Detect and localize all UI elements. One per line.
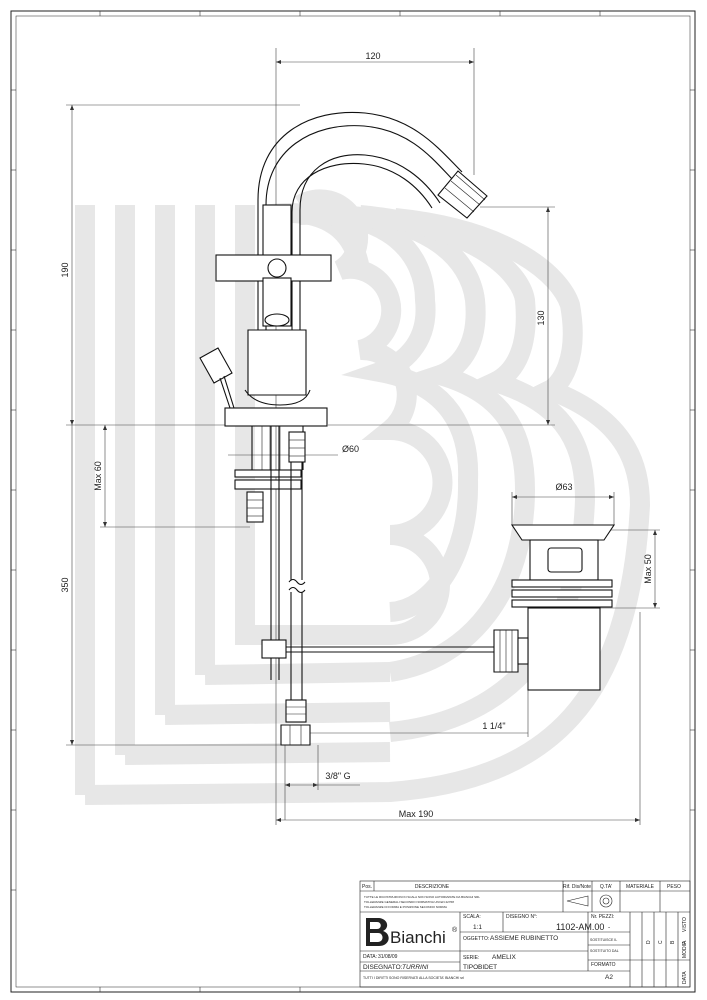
tb-modif-label: MODIF. [682, 941, 688, 958]
tb-descrizione-header: DESCRIZIONE [415, 884, 450, 890]
tb-revision-d: D [646, 940, 652, 944]
tb-pos-header: Pos. [362, 884, 372, 890]
dimension-3-8-g: 3/8" G [325, 771, 350, 781]
tb-copyright: TUTTI I DIRITTI SONO RISERVATI ALLA SOCI… [363, 976, 464, 980]
tb-oggetto-value: ASSIEME RUBINETTO [490, 935, 558, 942]
tb-data-col-label: DATA [682, 971, 688, 984]
dimension-max-60: Max 60 [93, 461, 103, 491]
tb-disegno-value: 1102-AM.00 [556, 922, 604, 932]
tb-scala-label: SCALA: [463, 914, 481, 920]
tb-pezzi-value: - [608, 924, 610, 931]
bidet-faucet [199, 111, 500, 746]
dimension-120: 120 [365, 51, 380, 61]
sheet-frame [10, 10, 696, 993]
projection-symbol-icon [566, 894, 613, 908]
tb-revision-b: B [670, 940, 676, 944]
dimension-dia-60: Ø60 [342, 444, 359, 454]
tb-data-value: 31/08/09 [378, 954, 398, 960]
pop-up-waste [493, 524, 616, 691]
dimension-max-50: Max 50 [643, 554, 653, 584]
tb-oggetto-label: OGGETTO: [463, 936, 489, 942]
tb-revision-a: A [682, 940, 688, 944]
dimension-130: 130 [536, 310, 546, 325]
registered-mark: ® [452, 926, 458, 934]
dimension-190: 190 [60, 262, 70, 277]
tb-notice-line-3: TOLLERANZE DI FORMA E POSIZIONE SECONDO … [364, 905, 447, 909]
tb-formato-value: A2 [605, 974, 613, 981]
tb-visto-label: VISTO [682, 917, 688, 932]
tb-pezzi-label: Nr. PEZZI: [591, 914, 614, 920]
dimension-max-190: Max 190 [399, 809, 434, 819]
tb-disegnato-value: TURRINI [402, 964, 429, 971]
tb-rif-header: Rif. Dis/Note [563, 884, 591, 890]
tb-sostituito-label: SOSTITUITO DAL [590, 949, 619, 953]
company-name: Bianchi [390, 928, 446, 947]
tb-disegnato-label: DISEGNATO: [363, 964, 403, 971]
tb-revision-c: C [658, 940, 664, 944]
dimension-dia-63: Ø63 [555, 482, 572, 492]
tb-formato-label: FORMATO [591, 962, 616, 968]
tb-notice-line-1: TUTTE LE RICOSTRUZIONI IN SCALA NON SONO… [364, 895, 480, 899]
tb-tipo-value: BIDET [478, 964, 497, 971]
dimension-1-1-4: 1 1/4" [482, 721, 505, 731]
dimension-350: 350 [60, 577, 70, 592]
tb-materiale-header: MATERIALE [626, 884, 655, 890]
tb-serie-value: AMELIX [492, 954, 517, 961]
dimension-lines [66, 48, 660, 825]
frame-tick-marks [11, 11, 695, 992]
tb-notice-line-2: TOLLERANZE GENERALI SECONDO NORMATIVA UN… [364, 900, 454, 904]
tb-data-label: DATA: [363, 954, 377, 960]
tb-scala-value: 1:1 [473, 924, 482, 931]
title-block [359, 880, 691, 988]
tb-serie-label: SERIE: [463, 955, 479, 961]
tb-sostituisce-label: SOSTITUISCE IL [590, 938, 617, 942]
tb-peso-header: PESO [667, 884, 681, 890]
tb-disegno-label: DISEGNO N°: [506, 914, 537, 920]
tb-tipo-label: TIPO: [463, 964, 480, 971]
dimension-arrows [70, 60, 657, 822]
tb-qta-header: Q.TA' [600, 884, 612, 890]
bianchi-logo [366, 918, 389, 946]
